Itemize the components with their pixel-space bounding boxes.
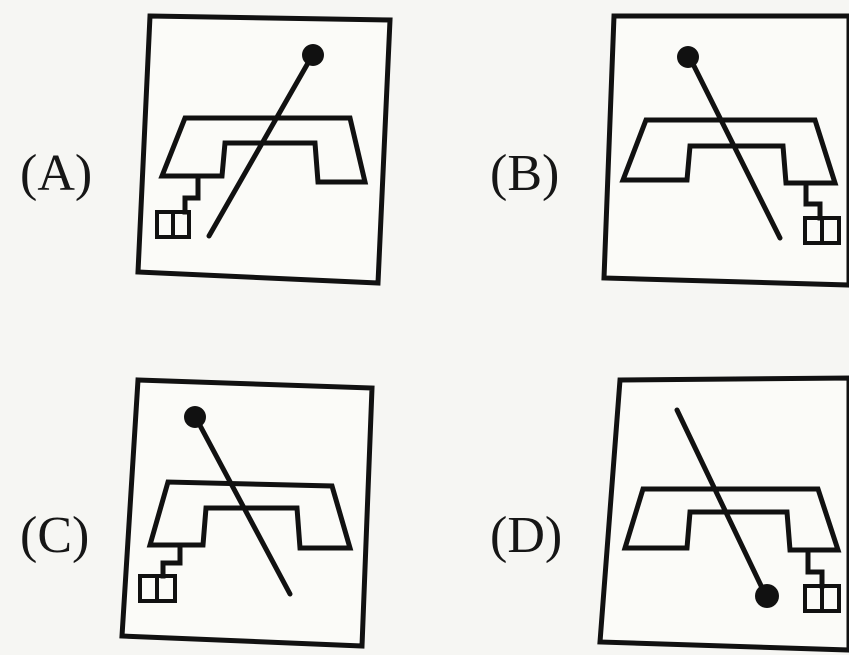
- telephone-shape: [158, 115, 369, 185]
- pin-ball: [755, 584, 779, 608]
- pin-ball: [184, 406, 206, 428]
- cord-connector: [160, 542, 183, 579]
- option-label-c: (C): [20, 507, 90, 564]
- option-label-b: (B): [490, 145, 560, 202]
- cord-connector: [805, 547, 825, 589]
- cord-connector: [182, 173, 201, 215]
- figure-a-frame: [135, 13, 393, 286]
- pin-stick: [687, 55, 783, 241]
- telephone-shape: [621, 486, 842, 553]
- pin-stick: [193, 415, 293, 597]
- cord-connector: [803, 180, 823, 221]
- figure-b-frame: [601, 13, 849, 288]
- telephone-shape: [146, 479, 354, 551]
- pin-ball: [677, 46, 699, 68]
- option-label-d: (D): [490, 507, 563, 564]
- pin-stick: [674, 407, 768, 597]
- pin-stick: [206, 53, 315, 239]
- telephone-shape: [619, 117, 839, 186]
- pin-ball: [302, 44, 324, 66]
- option-label-a: (A): [20, 145, 93, 202]
